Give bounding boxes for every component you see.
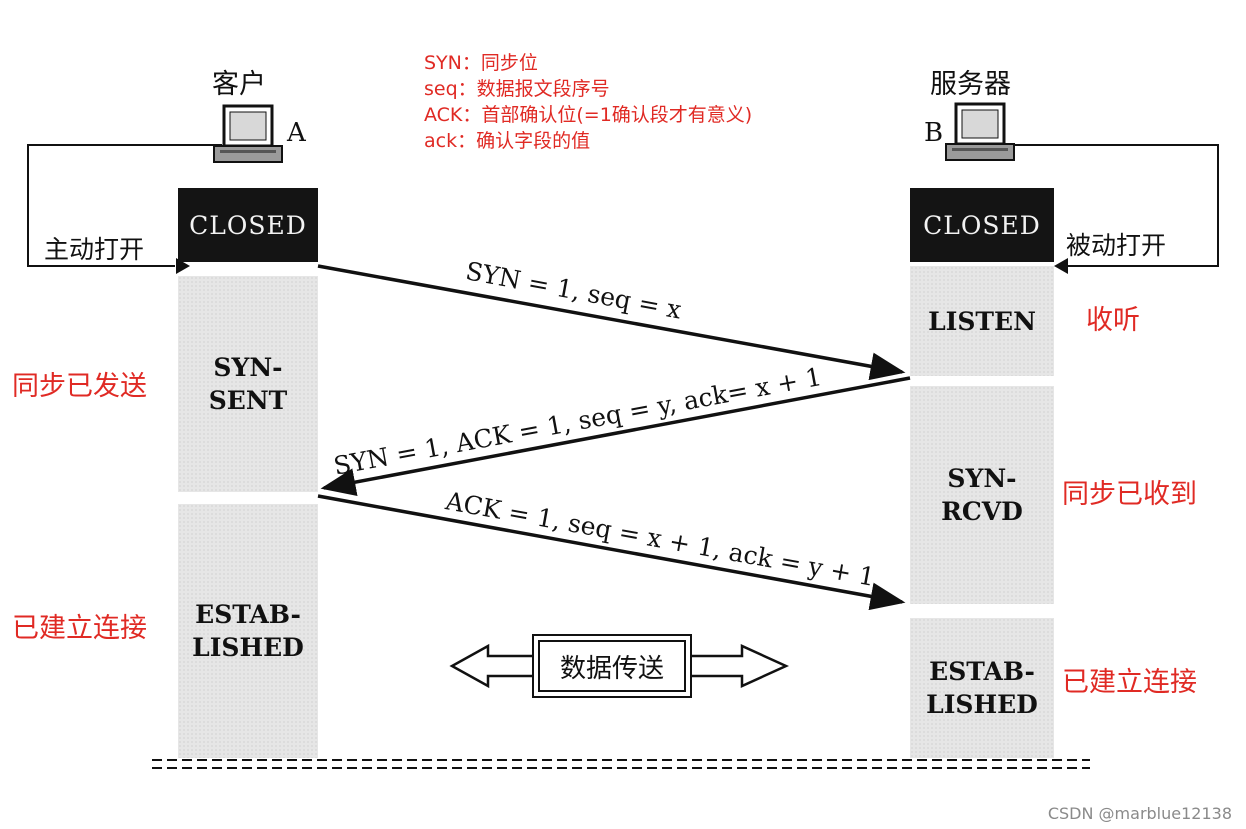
server-tag: B <box>924 118 944 148</box>
client-open-loop <box>27 144 222 267</box>
server-note-syn-rcvd: 同步已收到 <box>1062 479 1197 510</box>
server-open-loop <box>1010 144 1219 267</box>
legend-ack-value: ack：确认字段的值 <box>424 130 591 152</box>
watermark: CSDN @marblue12138 <box>1047 804 1232 823</box>
client-state-established: ESTAB- LISHED <box>178 504 318 758</box>
client-state-syn-sent: SYN- SENT <box>178 276 318 492</box>
legend-seq: seq：数据报文段序号 <box>424 78 610 100</box>
arrow-syn-ack <box>320 376 911 496</box>
legend-syn: SYN：同步位 <box>424 52 538 74</box>
server-open-arrowhead <box>1054 258 1068 274</box>
data-transfer-label: 数据传送 <box>538 640 686 692</box>
client-tag: A <box>287 118 306 148</box>
server-note-listen: 收听 <box>1086 305 1140 336</box>
data-transfer-box: 数据传送 <box>532 634 692 698</box>
legend-ack-flag: ACK：首部确认位(=1确认段才有意义) <box>424 104 753 126</box>
legend: SYN：同步位 seq：数据报文段序号 ACK：首部确认位(=1确认段才有意义)… <box>424 50 752 154</box>
client-computer-icon <box>213 104 283 163</box>
arrow-ack <box>317 494 906 611</box>
data-transfer-left-arrow <box>449 643 532 689</box>
server-open-label: 被动打开 <box>1066 231 1167 260</box>
server-state-established: ESTAB- LISHED <box>910 618 1054 758</box>
client-open-arrowhead <box>176 258 190 274</box>
server-computer-icon <box>945 102 1015 161</box>
arrow-syn <box>317 264 906 381</box>
client-title: 客户 <box>212 69 266 100</box>
server-note-established: 已建立连接 <box>1062 667 1197 698</box>
client-state-closed: CLOSED <box>178 188 318 262</box>
client-note-syn-sent: 同步已发送 <box>12 371 147 402</box>
data-transfer-right-arrow <box>692 644 790 688</box>
client-open-label: 主动打开 <box>44 235 145 264</box>
server-title: 服务器 <box>930 69 1011 100</box>
server-state-closed: CLOSED <box>910 188 1054 262</box>
server-state-listen: LISTEN <box>910 266 1054 376</box>
client-note-established: 已建立连接 <box>12 613 147 644</box>
server-state-syn-rcvd: SYN- RCVD <box>910 386 1054 604</box>
